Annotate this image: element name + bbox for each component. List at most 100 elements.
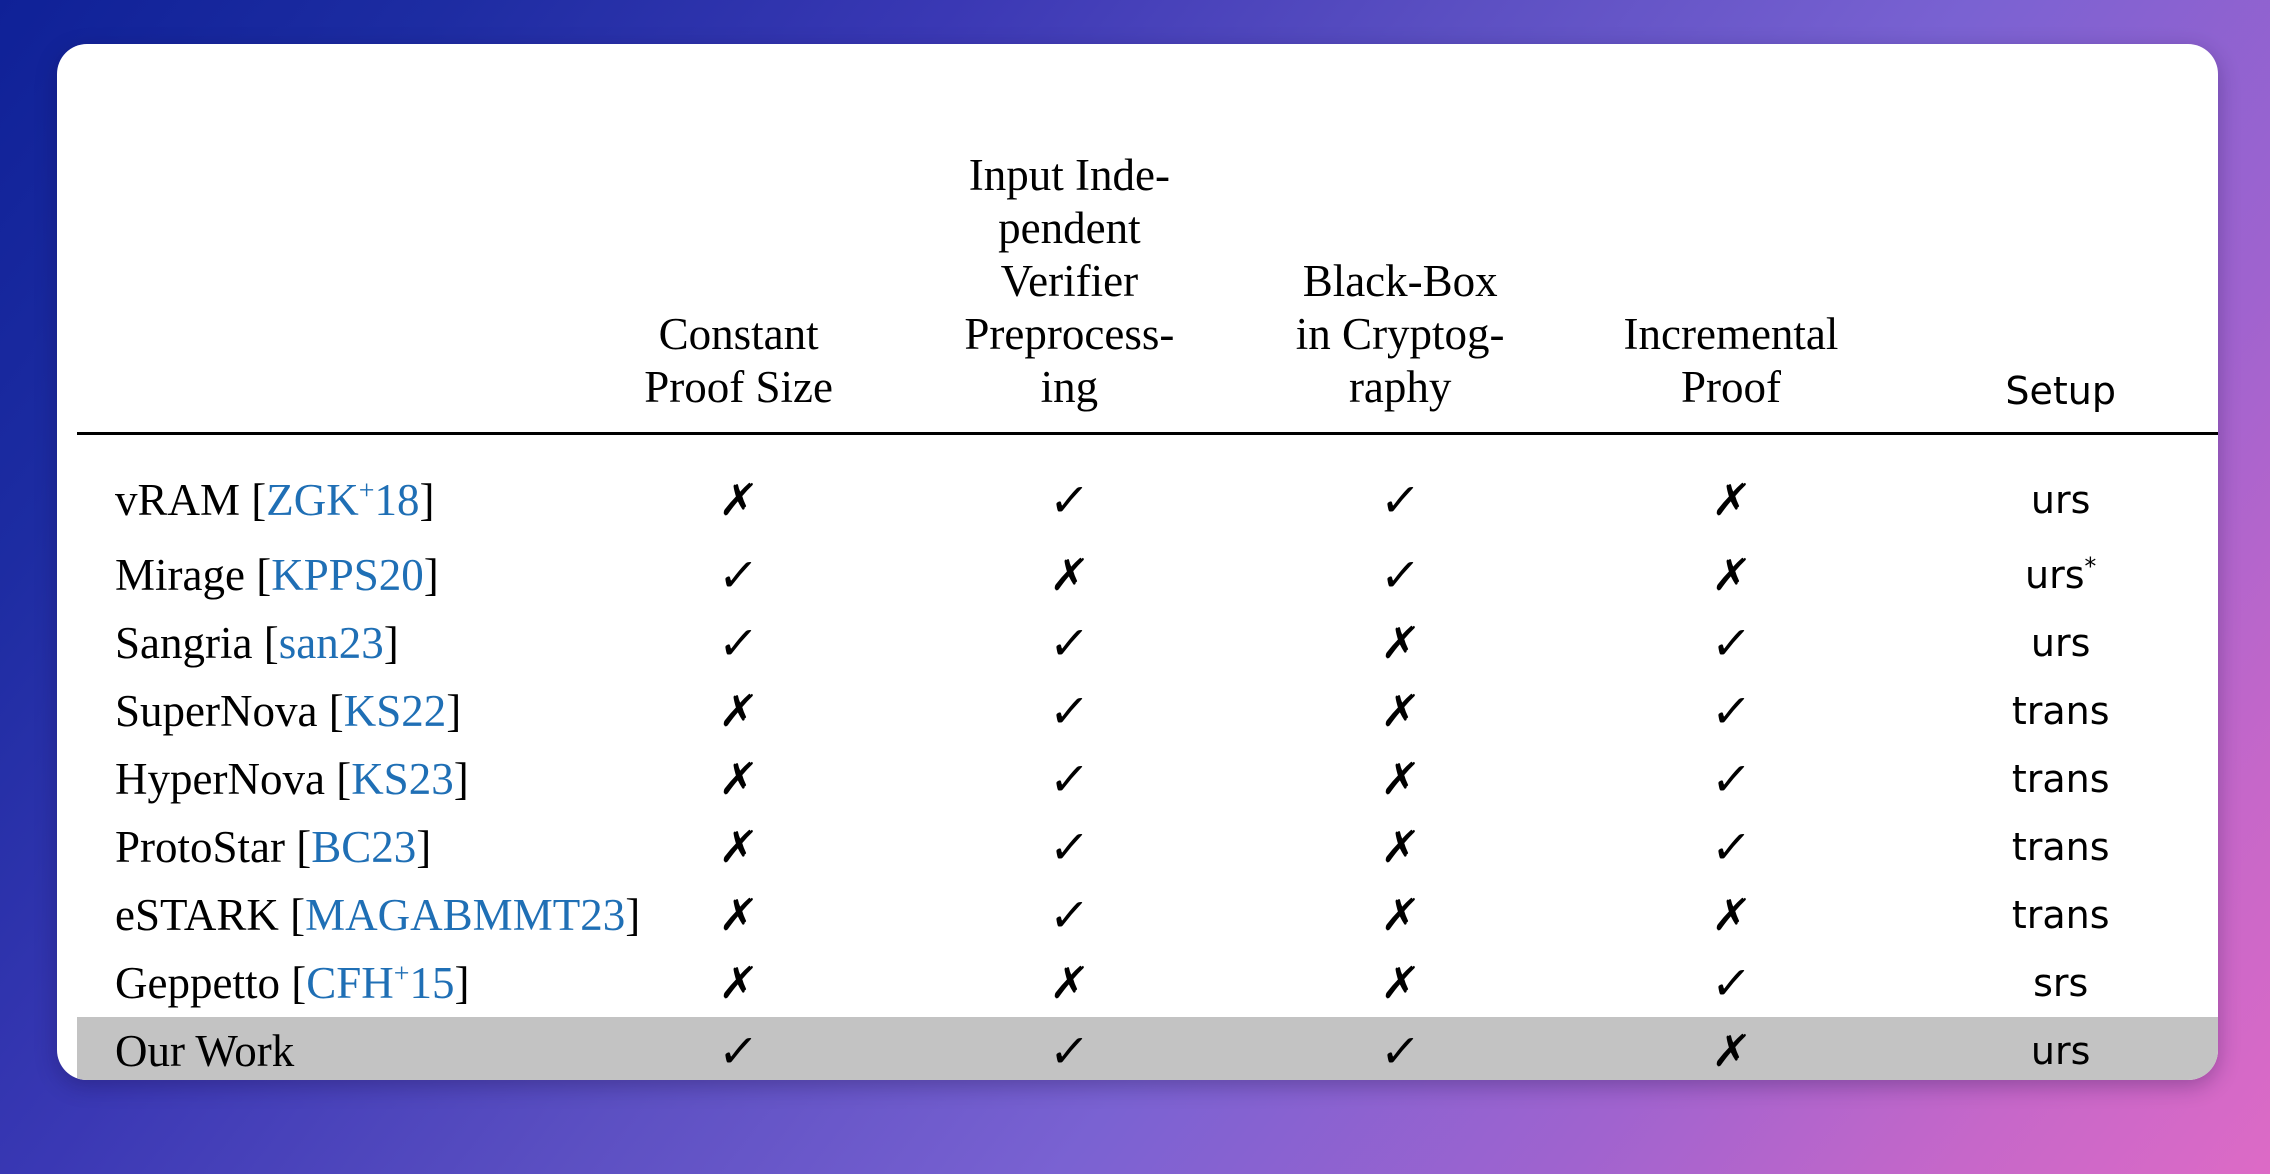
row-label: HyperNova [KS23]: [115, 753, 469, 804]
cell-constant-proof-size: ✗: [573, 813, 904, 881]
row-label: Sangria [san23]: [115, 617, 399, 668]
citation-link[interactable]: ZGK+18: [266, 474, 420, 525]
cell-input-independent-verifier-preprocessing: ✓: [904, 434, 1235, 542]
cross-icon: ✗: [1378, 889, 1422, 941]
cell-black-box-in-cryptography: ✗: [1235, 881, 1566, 949]
check-icon: ✓: [1046, 819, 1092, 874]
header-line: in Cryptog-: [1295, 308, 1505, 359]
cell-incremental-proof: ✓: [1566, 813, 1897, 881]
cross-icon: ✗: [717, 474, 761, 526]
cross-icon: ✗: [1047, 957, 1092, 1009]
cell-setup: urs*: [2025, 552, 2097, 597]
cross-icon: ✗: [1378, 617, 1422, 669]
cell-constant-proof-size: ✗: [573, 677, 904, 745]
cell-constant-proof-size: ✗: [573, 434, 904, 542]
table-row: ProtoStar [BC23] ✗ ✓ ✗ ✓ trans: [77, 813, 2218, 881]
cell-constant-proof-size: ✗: [573, 745, 904, 813]
header-line: ing: [1040, 361, 1099, 412]
cell-input-independent-verifier-preprocessing: ✓: [903, 1017, 1235, 1080]
citation-link[interactable]: san23: [278, 617, 384, 668]
cell-constant-proof-size: ✓: [573, 609, 904, 677]
check-icon: ✓: [1046, 751, 1092, 806]
check-icon: ✓: [1708, 955, 1754, 1010]
scheme-name: SuperNova: [115, 685, 318, 736]
table-row: Our Work✓✓✓✗urs: [77, 1017, 2218, 1080]
citation-link[interactable]: MAGABMMT23: [305, 889, 626, 940]
cross-icon: ✗: [1378, 685, 1422, 737]
cell-input-independent-verifier-preprocessing: ✓: [904, 813, 1235, 881]
cell-black-box-in-cryptography: ✗: [1235, 609, 1566, 677]
cell-incremental-proof: ✓: [1566, 609, 1897, 677]
row-label: ProtoStar [BC23]: [115, 821, 432, 872]
cell-incremental-proof: ✗: [1566, 541, 1897, 609]
header-line: Constant: [658, 308, 819, 359]
cell-setup: trans: [2011, 825, 2110, 869]
citation-link[interactable]: CFH+15: [306, 957, 455, 1008]
scheme-name: ProtoStar: [115, 821, 286, 872]
check-icon: ✓: [1046, 615, 1092, 670]
cross-icon: ✗: [1378, 821, 1422, 873]
row-label: SuperNova [KS22]: [115, 685, 462, 736]
scheme-name: HyperNova: [115, 753, 325, 804]
row-label: eSTARK [MAGABMMT23]: [115, 889, 641, 940]
cell-black-box-in-cryptography: ✗: [1235, 745, 1566, 813]
cell-input-independent-verifier-preprocessing: ✗: [904, 541, 1235, 609]
citation-link[interactable]: KS23: [351, 753, 454, 804]
cross-icon: ✗: [1047, 549, 1092, 601]
cell-incremental-proof: ✗: [1565, 1017, 1897, 1080]
cell-incremental-proof: ✓: [1566, 745, 1897, 813]
table-row: SuperNova [KS22]✗✓✗✓trans: [77, 677, 2218, 745]
table-row: eSTARK [MAGABMMT23]✗✓✗✗trans: [77, 881, 2218, 949]
table-row: Mirage [KPPS20] ✓ ✗ ✓ ✗ urs*: [77, 541, 2218, 609]
header-line: Setup: [2005, 369, 2116, 414]
cell-incremental-proof: ✗: [1566, 881, 1897, 949]
header-line: Verifier: [1000, 255, 1139, 306]
cell-input-independent-verifier-preprocessing: ✗: [904, 949, 1235, 1017]
citation-link[interactable]: BC23: [311, 821, 417, 872]
cell-setup: trans: [2011, 689, 2110, 733]
cross-icon: ✗: [1709, 474, 1753, 526]
cell-incremental-proof: ✓: [1566, 949, 1897, 1017]
check-icon: ✓: [1377, 1023, 1423, 1078]
table-row: Geppetto [CFH+15] ✗ ✗ ✗ ✓ srs: [77, 949, 2218, 1017]
row-label: Mirage [KPPS20]: [115, 549, 439, 600]
citation-superscript: +: [393, 957, 410, 989]
cell-black-box-in-cryptography: ✓: [1235, 541, 1566, 609]
header-scheme: [77, 44, 574, 435]
scheme-name: Sangria: [115, 617, 253, 668]
cross-icon: ✗: [1709, 549, 1753, 601]
citation-link[interactable]: KPPS20: [271, 549, 424, 600]
check-icon: ✓: [715, 547, 762, 602]
cell-setup: trans: [2011, 893, 2110, 937]
cross-icon: ✗: [717, 889, 761, 941]
setup-asterisk: *: [2084, 552, 2097, 581]
cell-input-independent-verifier-preprocessing: ✓: [904, 745, 1235, 813]
citation-link[interactable]: KS22: [343, 685, 447, 736]
cell-input-independent-verifier-preprocessing: ✓: [904, 609, 1235, 677]
scheme-name: Mirage: [115, 549, 245, 600]
cell-input-independent-verifier-preprocessing: ✓: [904, 677, 1235, 745]
cell-setup: srs: [2033, 961, 2089, 1005]
row-label: vRAM [ZGK+18]: [115, 474, 435, 525]
cell-black-box-in-cryptography: ✗: [1235, 949, 1566, 1017]
cell-incremental-proof: ✗: [1566, 434, 1897, 542]
header-line: Proof: [1680, 361, 1781, 412]
table-row: Sangria [san23]✓✓✗✓urs: [77, 609, 2218, 677]
table-row: HyperNova [KS23]✗✓✗✓trans: [77, 745, 2218, 813]
cell-black-box-in-cryptography: ✗: [1235, 677, 1566, 745]
cell-constant-proof-size: ✓: [573, 1017, 904, 1080]
check-icon: ✓: [1046, 683, 1092, 738]
header-line: Preprocess-: [964, 308, 1175, 359]
cell-constant-proof-size: ✗: [573, 949, 904, 1017]
row-label: Geppetto [CFH+15]: [115, 957, 470, 1008]
header-line: raphy: [1348, 361, 1452, 412]
check-icon: ✓: [1708, 615, 1754, 670]
header-setup: Setup: [1896, 44, 2218, 435]
